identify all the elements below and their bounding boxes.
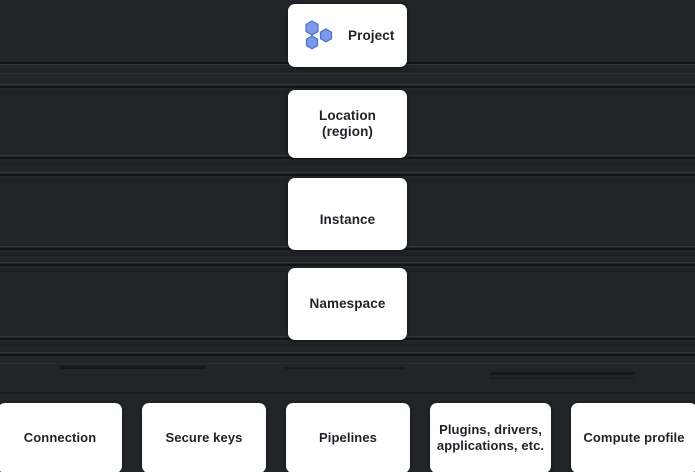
node-label-instance: Instance bbox=[319, 212, 376, 227]
connector-line bbox=[490, 377, 635, 379]
node-connection[interactable]: Connection bbox=[0, 403, 122, 472]
node-instance[interactable]: Instance bbox=[288, 178, 407, 250]
background-band bbox=[0, 264, 695, 266]
connector-line bbox=[490, 372, 635, 375]
node-label-compute-profile: Compute profile bbox=[583, 430, 685, 445]
background-band bbox=[0, 340, 695, 346]
connector-line bbox=[0, 392, 695, 394]
connector-line bbox=[490, 382, 635, 384]
background-band bbox=[0, 73, 695, 74]
background-band bbox=[0, 84, 695, 85]
node-label-pipelines: Pipelines bbox=[319, 430, 377, 445]
connector-line bbox=[142, 380, 467, 381]
node-label-location: Location (region) bbox=[318, 108, 377, 139]
background-band bbox=[0, 172, 695, 173]
background-band bbox=[0, 174, 695, 176]
node-location[interactable]: Location (region) bbox=[288, 90, 407, 158]
connector-line bbox=[285, 367, 405, 369]
node-label-plugins: Plugins, drivers, applications, etc. bbox=[436, 422, 545, 453]
node-label-project: Project bbox=[348, 27, 395, 43]
node-compute-profile[interactable]: Compute profile bbox=[571, 403, 695, 472]
background-band bbox=[0, 86, 695, 88]
background-band bbox=[0, 262, 695, 263]
node-secure-keys[interactable]: Secure keys bbox=[142, 403, 266, 472]
project-hexagons-icon bbox=[302, 19, 336, 53]
node-namespace[interactable]: Namespace bbox=[288, 268, 407, 340]
background-band bbox=[0, 159, 695, 165]
node-label-connection: Connection bbox=[23, 430, 97, 445]
node-plugins[interactable]: Plugins, drivers, applications, etc. bbox=[430, 403, 551, 472]
node-label-namespace: Namespace bbox=[309, 296, 386, 311]
background-band bbox=[0, 250, 695, 256]
node-label-secure-keys: Secure keys bbox=[165, 430, 243, 445]
background-band bbox=[0, 354, 695, 356]
background-band bbox=[0, 352, 695, 353]
connector-line bbox=[0, 363, 695, 364]
connector-line bbox=[60, 366, 205, 369]
node-pipelines[interactable]: Pipelines bbox=[286, 403, 410, 472]
node-project[interactable]: Project bbox=[288, 4, 407, 67]
